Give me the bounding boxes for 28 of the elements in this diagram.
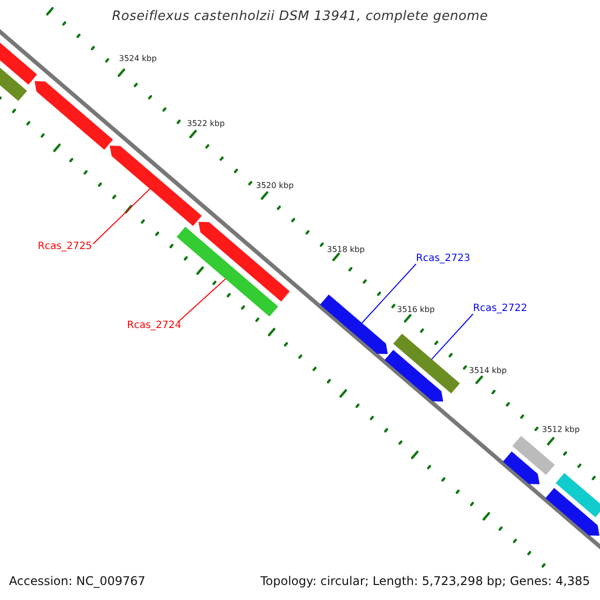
- leader-line: [431, 314, 474, 360]
- scale-label: 3516 kbp: [397, 305, 435, 315]
- scale-label: 3512 kbp: [542, 425, 580, 435]
- leader-line: [92, 188, 150, 244]
- gene-block: [545, 488, 600, 536]
- scale-label: 3522 kbp: [187, 119, 225, 129]
- gene-block: [110, 146, 202, 226]
- gene-block: [502, 451, 540, 484]
- gene-block: [34, 81, 113, 150]
- gene-block: [384, 350, 444, 402]
- leader-line: [361, 264, 416, 324]
- gene-label: Rcas_2724: [127, 320, 182, 332]
- gene-block: [393, 334, 460, 394]
- genome-info-text: Topology: circular; Length: 5,723,298 bp; Genes: 4,385: [260, 574, 590, 588]
- gene-block: [320, 294, 388, 354]
- accession-text: Accession: NC_009767: [9, 574, 146, 588]
- scale-label: 3520 kbp: [256, 181, 294, 191]
- gene-label: Rcas_2723: [416, 253, 470, 265]
- gene-block: [198, 222, 290, 302]
- scale-label: 3518 kbp: [327, 245, 365, 255]
- scale-label: 3524 kbp: [119, 54, 157, 64]
- gene-label: Rcas_2725: [38, 241, 92, 253]
- title: Roseiflexus castenholzii DSM 13941, complete genome: [110, 9, 490, 25]
- scale-label: 3514 kbp: [469, 366, 507, 376]
- gene-block: [176, 226, 278, 317]
- gene-block: [512, 436, 555, 475]
- gene-block: [556, 473, 600, 518]
- gene-label: Rcas_2722: [473, 303, 528, 315]
